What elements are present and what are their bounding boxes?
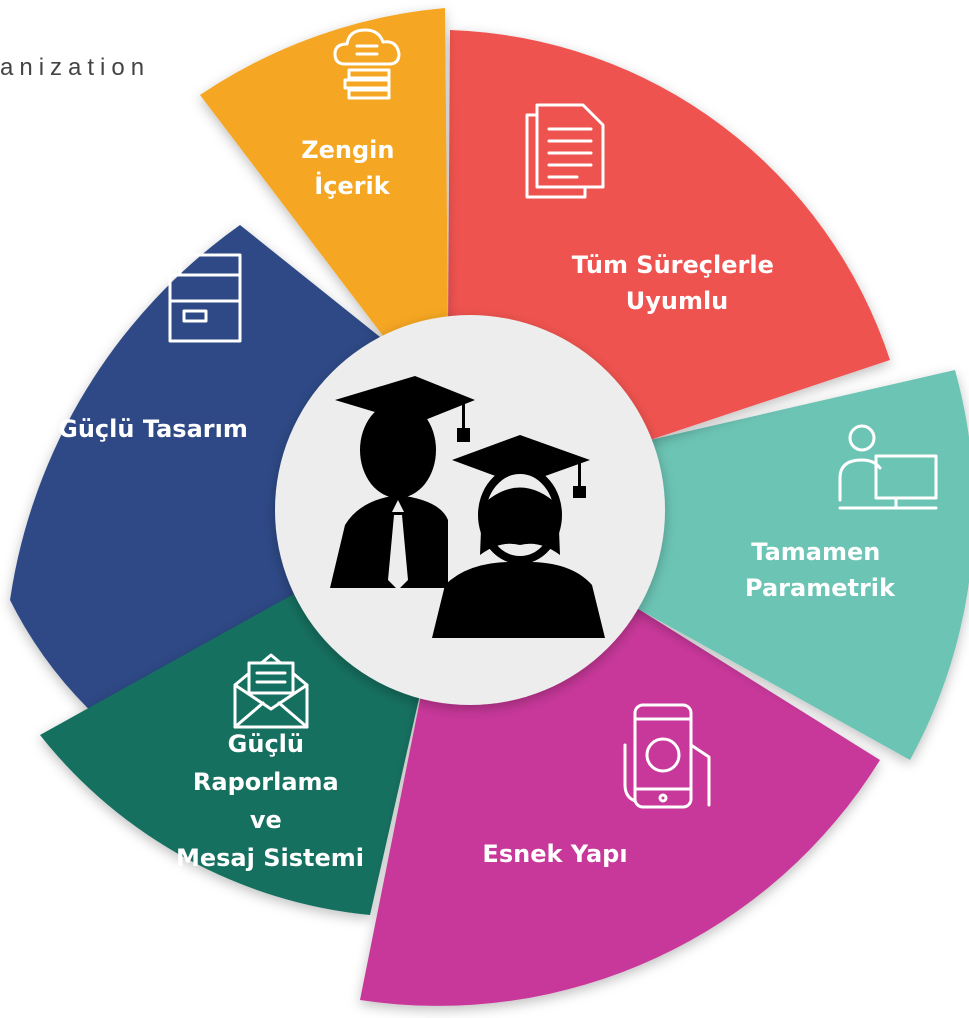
mobile-phone-icon (623, 703, 711, 809)
label-zengin: Zengin İçerik (301, 136, 403, 200)
label-tamamen: Tamamen Parametrik (745, 538, 896, 602)
cloud-books-icon (333, 28, 401, 100)
person-computer-icon (838, 424, 938, 510)
drawer-icon (168, 253, 242, 343)
partial-heading: anization (0, 54, 151, 81)
graduates-icon (330, 376, 605, 638)
label-tasarim: Güçlü Tasarım (58, 415, 248, 443)
label-rapor: Güçlü Raporlama ve Mesaj Sistemi (176, 730, 364, 872)
envelope-icon (233, 653, 309, 729)
center-circle (275, 315, 665, 705)
document-icon (525, 103, 605, 199)
label-tum: Tüm Süreçlerle Uyumlu (572, 251, 782, 315)
label-esnek: Esnek Yapı (482, 840, 627, 868)
